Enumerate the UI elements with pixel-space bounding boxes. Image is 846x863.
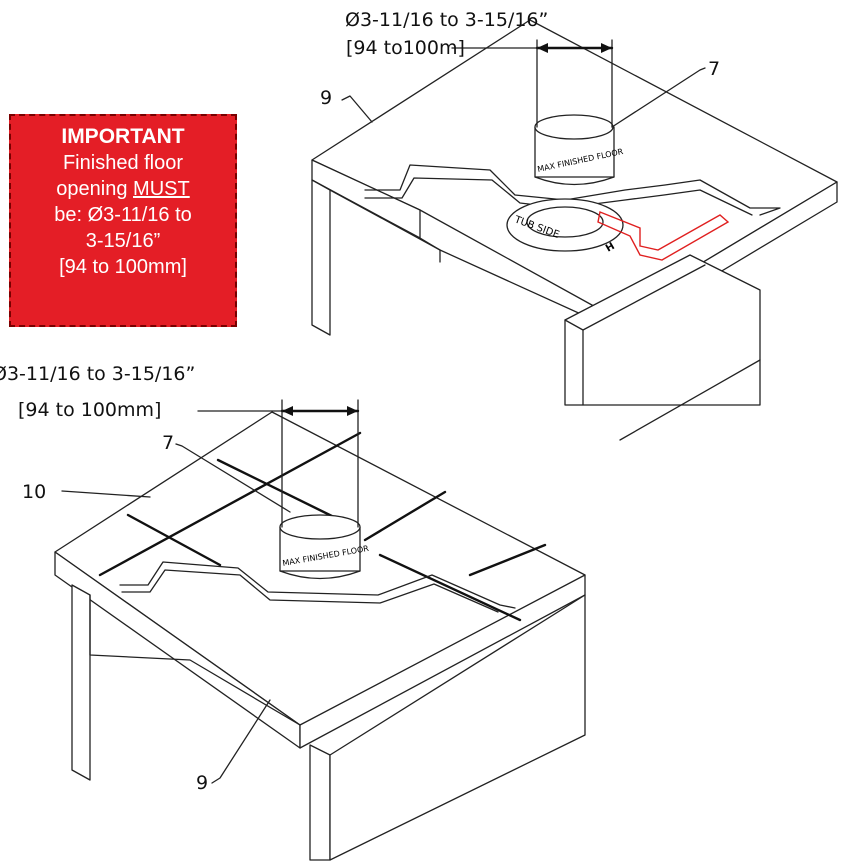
bottom-right-panel bbox=[329, 594, 586, 861]
top-flange-bottom bbox=[534, 176, 615, 186]
bottom-recess-outline bbox=[119, 561, 516, 609]
bottom-tile-line-4 bbox=[363, 490, 447, 542]
bottom-tile-line-2 bbox=[126, 513, 222, 567]
bottom-dim-label-line1: Ø3-11/16 to 3-15/16” bbox=[0, 363, 196, 385]
important-line-4: 3-15/16” bbox=[85, 230, 161, 252]
bottom-leader-9 bbox=[211, 699, 271, 784]
top-callout-9: 9 bbox=[320, 87, 333, 109]
bottom-callout-7: 7 bbox=[162, 432, 175, 454]
top-dim-arrow-right bbox=[601, 43, 612, 53]
top-assembly bbox=[311, 19, 838, 441]
top-flange-top bbox=[534, 114, 614, 140]
bottom-tile-line-3 bbox=[98, 431, 362, 577]
bottom-recess-lower bbox=[121, 569, 499, 613]
bottom-right-leg bbox=[309, 744, 331, 861]
bottom-flange-top bbox=[279, 514, 361, 540]
important-notice: IMPORTANT Finished floor opening MUST be… bbox=[9, 114, 237, 327]
top-dim-arrow-left bbox=[537, 43, 548, 53]
bottom-dim-arrow-right bbox=[347, 406, 358, 416]
important-must: MUST bbox=[133, 178, 190, 200]
top-right-wall-topline bbox=[582, 264, 706, 331]
bottom-tile-line-1 bbox=[216, 458, 342, 522]
bottom-tile-line-5 bbox=[378, 553, 522, 622]
top-dim-label-line1: Ø3-11/16 to 3-15/16” bbox=[345, 9, 549, 31]
top-dim-label-line2: [94 to100m] bbox=[346, 37, 465, 59]
top-left-leg bbox=[311, 179, 331, 336]
important-line-2: opening MUST bbox=[11, 176, 235, 202]
bottom-leader-7 bbox=[175, 443, 291, 513]
bottom-callout-9: 9 bbox=[196, 772, 209, 794]
bottom-left-leg bbox=[71, 584, 91, 781]
top-leader-9 bbox=[341, 95, 373, 123]
important-line-1: Finished floor bbox=[62, 152, 184, 174]
top-right-wall bbox=[564, 254, 761, 406]
important-line-3: be: Ø3-11/16 to bbox=[54, 204, 192, 226]
important-line-2a: opening bbox=[56, 178, 134, 200]
bottom-leader-10 bbox=[61, 490, 151, 498]
important-line-5: [94 to 100mm] bbox=[59, 256, 187, 278]
bottom-dim-arrow-left bbox=[282, 406, 293, 416]
bottom-assembly bbox=[54, 399, 586, 861]
bottom-flange-bottom bbox=[279, 570, 361, 580]
bottom-dim-label-line2: [94 to 100mm] bbox=[18, 399, 162, 421]
top-callout-7: 7 bbox=[708, 58, 721, 80]
bottom-tile-line-6 bbox=[468, 543, 547, 577]
top-red-pipe bbox=[597, 211, 730, 261]
bottom-left-leg-inner bbox=[89, 594, 301, 726]
top-floor-line bbox=[619, 359, 761, 441]
top-recess-outline bbox=[364, 164, 781, 216]
bottom-callout-10: 10 bbox=[22, 481, 47, 503]
top-drain-ring-inner bbox=[526, 206, 604, 238]
important-title: IMPORTANT bbox=[61, 125, 185, 148]
top-leader-7 bbox=[611, 67, 706, 128]
